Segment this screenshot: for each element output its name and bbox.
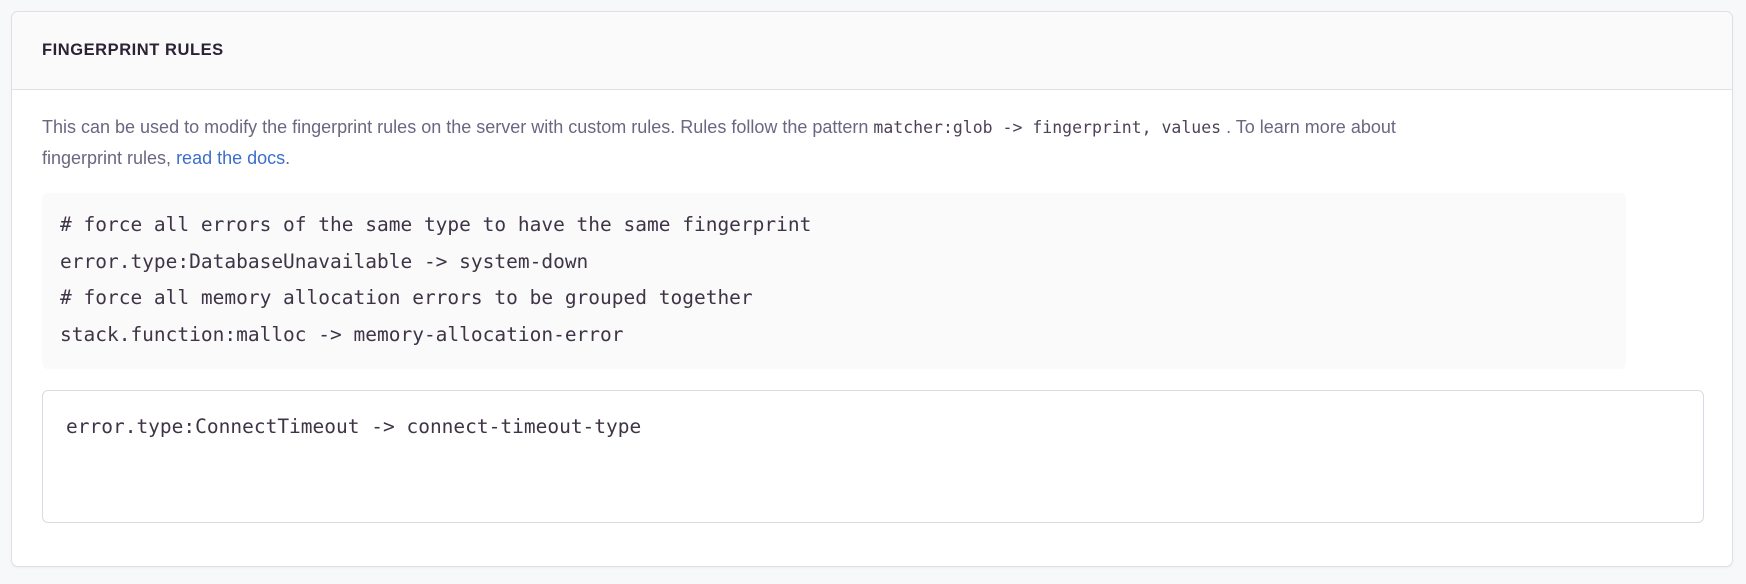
page-title: FINGERPRINT RULES [42, 41, 224, 60]
description-text: This can be used to modify the fingerpri… [42, 112, 1454, 174]
description-part-3: . [285, 148, 291, 168]
description-part-1: This can be used to modify the fingerpri… [42, 117, 874, 137]
pattern-code-inline: matcher:glob -> fingerprint, values [873, 118, 1222, 137]
panel-body: This can be used to modify the fingerpri… [12, 90, 1732, 523]
example-rules-code: # force all errors of the same type to h… [60, 213, 812, 346]
description-part-2: . To learn more about fingerprint rules, [42, 117, 1396, 168]
panel-header: FINGERPRINT RULES [12, 12, 1732, 90]
example-rules-code-block: # force all errors of the same type to h… [42, 193, 1626, 369]
fingerprint-rules-panel: FINGERPRINT RULES This can be used to mo… [11, 11, 1733, 567]
read-the-docs-link[interactable]: read the docs [176, 148, 286, 168]
fingerprint-rules-input[interactable] [42, 390, 1704, 523]
